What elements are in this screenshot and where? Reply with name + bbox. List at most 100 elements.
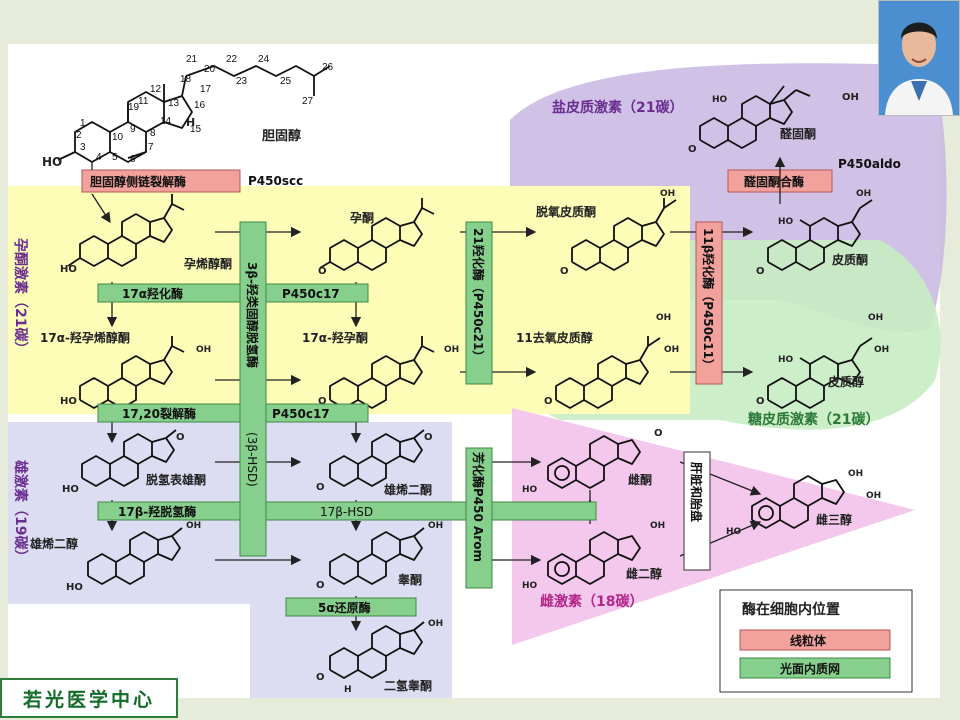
cholesterol-atom-number: 16 bbox=[194, 100, 206, 111]
androstenedione-structure bbox=[329, 429, 425, 487]
cholesterol-label: 胆固醇 bbox=[262, 128, 301, 144]
enzyme-5a-reductase: 5α还原酶 bbox=[318, 600, 371, 615]
enzyme-17b-hsd: 17β-HSD bbox=[320, 505, 373, 519]
progesterone-structure bbox=[319, 198, 435, 271]
glucocorticoid-label: 糖皮质激素（21碳） bbox=[748, 411, 879, 428]
deoxycorticosterone-oh: OH bbox=[660, 189, 675, 199]
enzyme-aromatase: 芳化酶P450 Arom bbox=[471, 452, 486, 562]
androstenedione-o1: O bbox=[316, 482, 325, 493]
corticosterone-ho: HO bbox=[778, 217, 794, 227]
cortisol-structure bbox=[767, 337, 873, 409]
estradiol-ho: HO bbox=[522, 581, 538, 591]
androstenediol-oh: OH bbox=[186, 521, 201, 531]
cholesterol-atom-number: 3 bbox=[80, 142, 86, 153]
cholesterol-atom-number: 15 bbox=[190, 124, 202, 135]
enzyme-3b-hsd-abbr: (3β-HSD) bbox=[245, 432, 259, 487]
enzyme-3b-hsd: 3β-羟类固醇脱氢酶 bbox=[245, 262, 260, 368]
arrow-chol-preg bbox=[91, 193, 111, 224]
cholesterol-atom-number: 22 bbox=[226, 54, 238, 65]
enzyme-liver-placenta: 肝脏和胎盘 bbox=[689, 462, 704, 522]
estrone-ho: HO bbox=[522, 485, 538, 495]
oh-progesterone-o: O bbox=[318, 396, 327, 407]
cholesterol-atom-number: 7 bbox=[148, 142, 154, 153]
aldosterone-o: O bbox=[688, 144, 697, 155]
aldosterone-oh: OH bbox=[842, 92, 859, 103]
enzyme-scc-box bbox=[81, 169, 241, 193]
cholesterol-atom-number: 12 bbox=[150, 84, 162, 95]
dhea-ho: HO bbox=[62, 484, 79, 495]
estrogen-region bbox=[512, 408, 915, 645]
androstenediol-ho: HO bbox=[66, 582, 83, 593]
dhea-label: 脱氢表雄酮 bbox=[146, 472, 206, 487]
pregnenolone-ho: HO bbox=[60, 264, 77, 275]
dhea-structure bbox=[81, 429, 177, 487]
cholesterol-atom-number: 24 bbox=[258, 54, 270, 65]
enzyme-lyase-box bbox=[97, 403, 369, 423]
cholesterol-atom-number: 8 bbox=[150, 128, 156, 139]
pregnenolone-label: 孕烯醇酮 bbox=[184, 256, 232, 271]
watermark-logo: 若光医学中心 bbox=[0, 678, 178, 718]
estrogen-label: 雌激素（18碳） bbox=[540, 593, 643, 610]
dht-structure bbox=[329, 621, 425, 679]
cholesterol-atom-number: 26 bbox=[322, 62, 334, 73]
estrone-structure bbox=[547, 435, 641, 489]
dht-o: O bbox=[316, 672, 325, 683]
enzyme-p450c17-b: P450c17 bbox=[272, 407, 330, 421]
legend-title: 酶在细胞内位置 bbox=[742, 601, 840, 618]
oh-progesterone-oh: OH bbox=[444, 345, 459, 355]
cholesterol-atom-number: 10 bbox=[112, 132, 124, 143]
corticosterone-structure bbox=[767, 199, 873, 271]
enzyme-aldo-synthase: 醛固酮合酶 bbox=[744, 174, 804, 189]
deoxycortisol-oh-2: OH bbox=[664, 345, 679, 355]
estriol-structure bbox=[751, 475, 845, 529]
aldosterone-structure bbox=[699, 85, 811, 149]
enzyme-21-hydroxylase: 21羟化酶（P450c21） bbox=[471, 228, 486, 362]
aldosterone-ho: HO bbox=[712, 95, 728, 105]
cholesterol-atom-number: 17 bbox=[200, 84, 212, 95]
deoxycorticosterone-structure bbox=[571, 198, 677, 271]
enzyme-p450scc: P450scc bbox=[248, 174, 303, 188]
androstenediol-structure bbox=[87, 527, 183, 585]
cholesterol-ho: HO bbox=[42, 155, 62, 169]
deoxycorticosterone-o: O bbox=[560, 266, 569, 277]
corticosterone-oh: OH bbox=[856, 189, 871, 199]
cholesterol-atom-number: 13 bbox=[168, 98, 180, 109]
legend-ser-swatch bbox=[739, 657, 891, 679]
cholesterol-atom-number: 23 bbox=[236, 76, 248, 87]
presenter-photo bbox=[878, 0, 960, 116]
cholesterol-atom-number: 6 bbox=[130, 154, 136, 165]
estradiol-oh: OH bbox=[650, 521, 665, 531]
oh-pregnenolone-oh: OH bbox=[196, 345, 211, 355]
dht-h: H bbox=[344, 685, 352, 695]
enzyme-p450c17-a: P450c17 bbox=[282, 287, 340, 301]
oh-pregnenolone-ho: HO bbox=[60, 396, 77, 407]
estriol-label: 雌三醇 bbox=[816, 512, 852, 527]
corticosterone-label: 皮质酮 bbox=[831, 252, 868, 267]
cholesterol-atom-number: 18 bbox=[180, 74, 192, 85]
watermark-text: 若光医学中心 bbox=[22, 688, 155, 711]
testosterone-o: O bbox=[316, 580, 325, 591]
deoxycortisol-o: O bbox=[544, 396, 553, 407]
enzyme-3b-box bbox=[239, 221, 267, 557]
enzyme-11b-hydroxylase: 11β羟化酶（P450c11） bbox=[701, 228, 716, 371]
androstenedione-label: 雄烯二酮 bbox=[383, 482, 432, 497]
cortisol-oh-2: OH bbox=[874, 345, 889, 355]
testosterone-structure bbox=[329, 527, 425, 585]
oh-pregnenolone-label: 17α-羟孕烯醇酮 bbox=[40, 330, 130, 345]
legend-mito-swatch bbox=[739, 629, 891, 651]
cholesterol-atom-number: 2 bbox=[76, 130, 82, 141]
enzyme-11b-box bbox=[695, 221, 723, 385]
legend-mitochondria: 线粒体 bbox=[790, 633, 827, 648]
cholesterol-atom-number: 27 bbox=[302, 96, 314, 107]
cholesterol-atom-number: 5 bbox=[112, 152, 118, 163]
estrone-label: 雌酮 bbox=[628, 472, 652, 487]
enzyme-p450aldo: P450aldo bbox=[838, 157, 901, 171]
progesterone-label: 孕酮 bbox=[350, 211, 374, 225]
testosterone-oh: OH bbox=[428, 521, 443, 531]
cortisol-oh-1: OH bbox=[868, 313, 883, 323]
cholesterol-atom-number: 4 bbox=[96, 152, 102, 163]
estrone-o: O bbox=[654, 428, 663, 439]
enzyme-17a-hydroxylase: 17α羟化酶 bbox=[122, 286, 183, 301]
cortisol-ho: HO bbox=[778, 355, 794, 365]
enzyme-21-box bbox=[465, 221, 493, 385]
